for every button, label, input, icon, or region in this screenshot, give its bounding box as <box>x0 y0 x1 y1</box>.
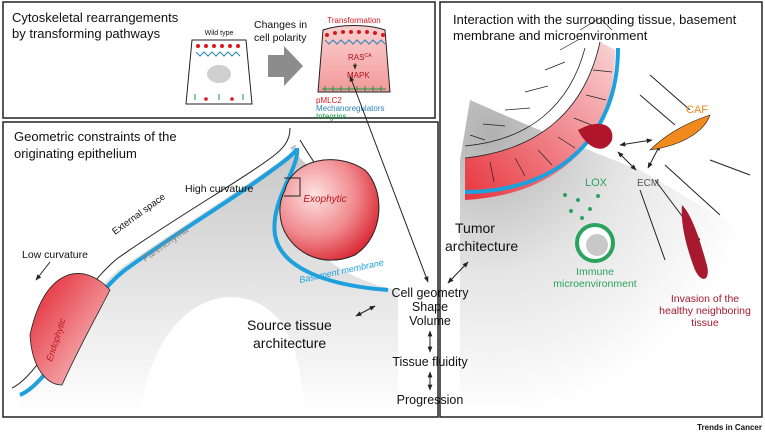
high-curvature-label: High curvature <box>185 183 253 195</box>
ecm-label: ECM <box>637 178 659 189</box>
cell-geometry: Cell geometry <box>391 286 469 300</box>
caf-cell <box>649 114 711 151</box>
volume: Volume <box>409 314 451 328</box>
journal-footer: Trends in Cancer <box>697 423 762 432</box>
changes-label-1: Changes in <box>254 19 307 31</box>
source-arch-1: Source tissue <box>247 317 332 333</box>
exophytic-label: Exophytic <box>303 194 346 205</box>
wt-mechanoregulators <box>195 51 241 57</box>
shape: Shape <box>412 300 448 314</box>
wt-integrins <box>194 94 244 100</box>
top-left-title-2: by transforming pathways <box>12 26 161 41</box>
exophytic-tumor <box>279 159 380 261</box>
ras-label: RASCA <box>348 53 372 62</box>
top-left-title-1: Cytoskeletal rearrangements <box>12 10 179 25</box>
tr-pmlc2 <box>325 30 385 37</box>
invading-cell <box>578 123 613 149</box>
invasion-label-3: tissue <box>691 317 719 329</box>
endophytic-tumor <box>29 273 111 386</box>
legend-pmlc2: pMLC2 <box>316 96 342 105</box>
caf-label: CAF <box>686 104 708 116</box>
high-curvature-bracket <box>284 177 301 197</box>
immune-cell-nucleus <box>586 234 608 256</box>
wt-nucleus <box>207 65 231 83</box>
source-arch-2: architecture <box>253 335 326 351</box>
tumor-arch-1: Tumor <box>455 220 495 236</box>
right-title-2: membrane and microenvironment <box>453 28 648 43</box>
immune-label-1: Immune <box>576 266 614 278</box>
bottom-left-title-1: Geometric constraints of the <box>14 129 177 144</box>
invasion-cell <box>681 205 708 279</box>
invasion-label-2: healthy neighboring <box>659 305 751 317</box>
basement-membrane-right <box>464 47 620 194</box>
lox-label: LOX <box>585 177 608 189</box>
lox-dots <box>563 193 600 220</box>
low-curvature-label: Low curvature <box>22 249 88 261</box>
transformation-label: Transformation <box>327 16 381 25</box>
center-arrows <box>349 75 469 391</box>
epithelium-cell-walls <box>489 69 613 183</box>
transformed-cell <box>317 25 391 93</box>
wt-pmlc2 <box>196 44 240 48</box>
right-title-1: Interaction with the surrounding tissue,… <box>453 12 737 27</box>
outer-cells <box>469 17 613 141</box>
tissue-fluidity: Tissue fluidity <box>392 355 468 369</box>
wild-type-label: Wild type <box>205 30 234 37</box>
progression: Progression <box>397 393 464 407</box>
immune-label-2: microenvironment <box>553 278 637 290</box>
bottom-left-title-2: originating epithelium <box>14 146 137 161</box>
invasion-label-1: Invasion of the <box>671 293 739 305</box>
epithelium-arc <box>465 42 615 200</box>
changes-arrow <box>268 46 303 86</box>
legend-integrins: Integrins <box>316 112 347 121</box>
parenchyma-hollow <box>140 297 305 416</box>
changes-label-2: cell polarity <box>254 32 307 44</box>
tumor-arch-2: architecture <box>445 238 518 254</box>
